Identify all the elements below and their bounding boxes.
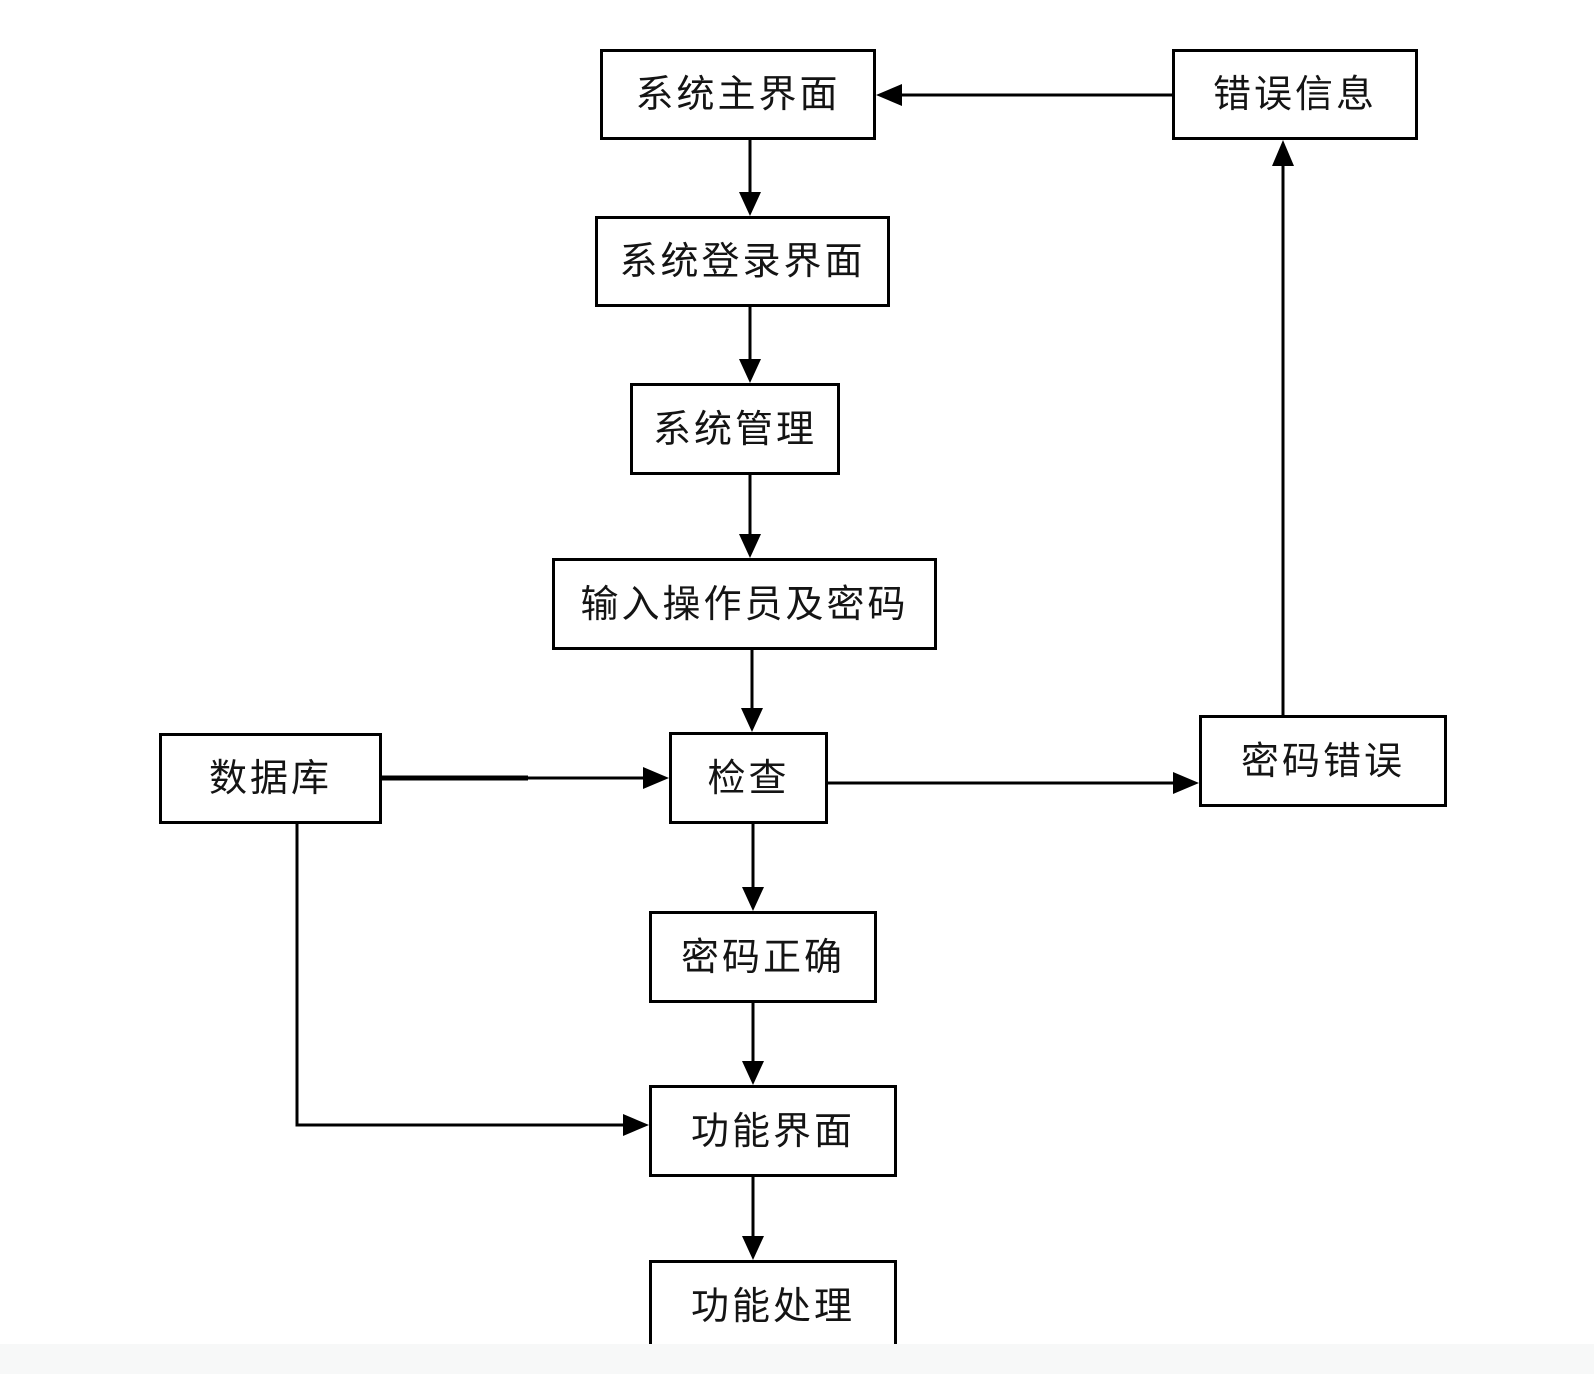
edge-check-to-password-wrong: [828, 772, 1199, 794]
node-label: 密码正确: [680, 936, 845, 979]
node-label: 功能处理: [690, 1286, 855, 1328]
node-label: 系统登录界面: [619, 241, 866, 283]
node-label: 输入操作员及密码: [580, 583, 909, 626]
node-login-interface: 系统登录界面: [595, 216, 890, 307]
edge-input-to-check: [741, 650, 763, 732]
node-password-wrong: 密码错误: [1199, 715, 1447, 807]
edge-check-to-password-correct: [742, 824, 764, 911]
edge-main-to-login: [739, 140, 761, 216]
arrowhead: [739, 534, 761, 558]
node-check: 检查: [669, 732, 828, 824]
arrowhead: [739, 192, 761, 216]
edge-password-correct-to-function-interface: [742, 1003, 764, 1085]
node-label: 数据库: [208, 758, 332, 800]
node-error-info: 错误信息: [1172, 49, 1418, 140]
page-bottom-strip: [0, 1344, 1594, 1374]
arrowhead: [739, 359, 761, 383]
node-label: 系统主界面: [635, 74, 841, 116]
node-system-management: 系统管理: [630, 383, 840, 475]
arrowhead: [1272, 140, 1294, 166]
arrowhead: [742, 887, 764, 911]
node-function-processing: 功能处理: [649, 1260, 897, 1353]
arrowhead: [876, 84, 902, 106]
arrowhead: [742, 1236, 764, 1260]
arrowhead: [1173, 772, 1199, 794]
node-label: 错误信息: [1212, 74, 1377, 116]
arrowhead: [742, 1061, 764, 1085]
arrowhead: [741, 708, 763, 732]
edge-password-wrong-to-error: [1272, 140, 1294, 715]
node-input-operator-password: 输入操作员及密码: [552, 558, 937, 650]
node-label: 密码错误: [1240, 740, 1405, 783]
arrowhead: [623, 1114, 649, 1136]
node-database: 数据库: [159, 733, 382, 824]
edge-line: [295, 824, 625, 1127]
edge-error-to-main: [876, 84, 1172, 106]
node-label: 系统管理: [652, 408, 817, 451]
edge-database-to-function-interface: [295, 824, 649, 1136]
edge-database-to-check: [382, 767, 669, 789]
node-label: 检查: [707, 757, 790, 800]
node-function-interface: 功能界面: [649, 1085, 897, 1177]
edge-function-interface-to-function-processing: [742, 1177, 764, 1260]
node-main-interface: 系统主界面: [600, 49, 876, 140]
node-label: 功能界面: [690, 1110, 855, 1153]
node-password-correct: 密码正确: [649, 911, 877, 1003]
edge-management-to-input: [739, 475, 761, 558]
edge-login-to-management: [739, 307, 761, 383]
arrowhead: [643, 767, 669, 789]
